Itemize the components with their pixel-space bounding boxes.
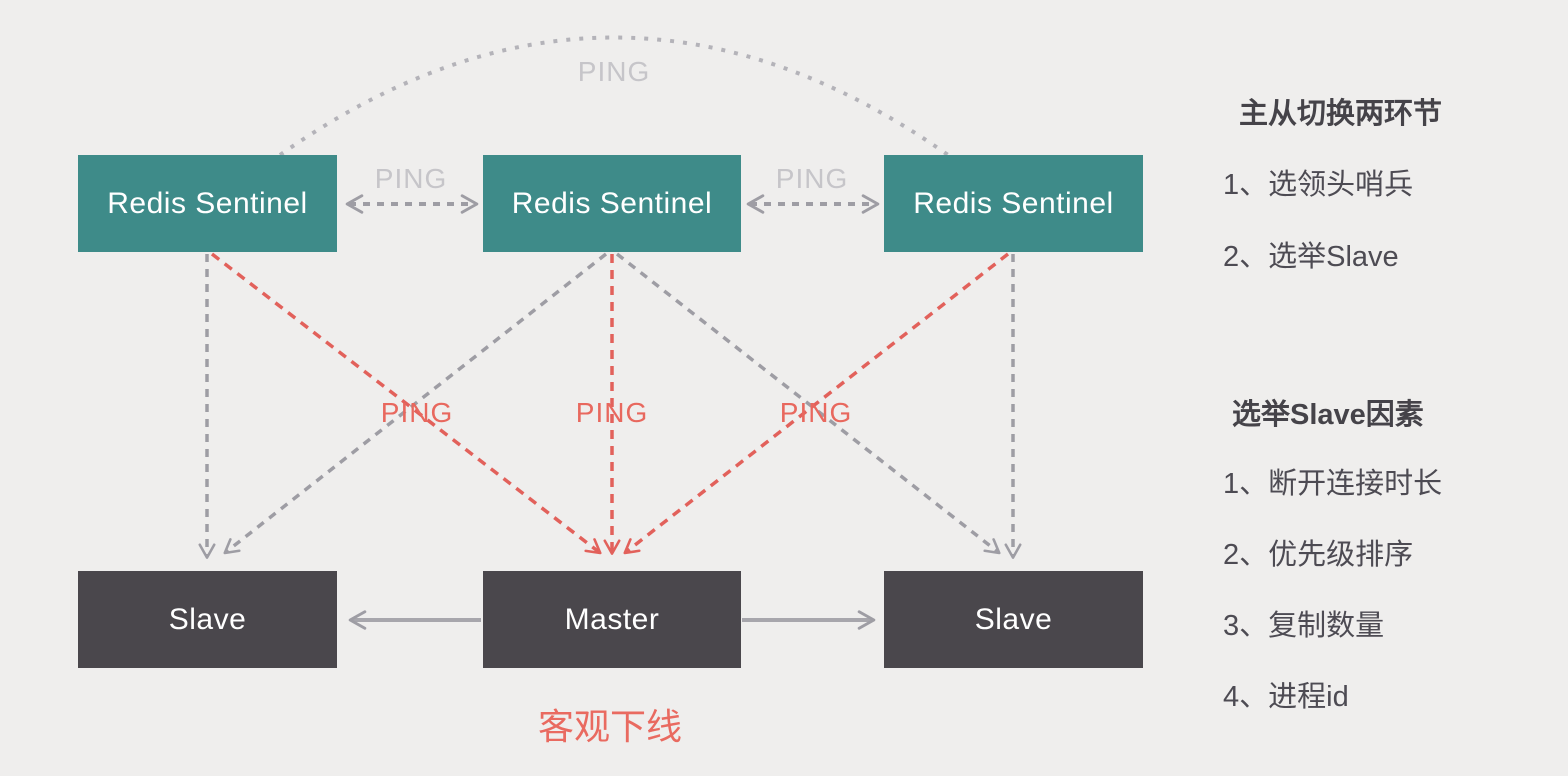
- slave-box-2: Slave: [884, 571, 1143, 668]
- line-sentinel2-to-slave2: [615, 252, 1001, 555]
- ping-label-sentinel1-master: PING: [380, 397, 454, 428]
- notes-section2-item-1: 1、断开连接时长: [1223, 468, 1443, 500]
- slave-label-2: Slave: [974, 602, 1053, 636]
- sentinel-box-3: Redis Sentinel: [884, 155, 1143, 252]
- notes-section2-item-2: 2、优先级排序: [1223, 539, 1414, 571]
- notes-section2-title: 选举Slave因素: [1232, 399, 1424, 431]
- sentinel-box-1: Redis Sentinel: [78, 155, 337, 252]
- ping-label-arc: PING: [577, 56, 651, 87]
- ping-label-sentinel1-sentinel2: PING: [374, 163, 448, 194]
- notes-section1-item-2: 2、选举Slave: [1223, 241, 1399, 273]
- sentinel-label-2: Redis Sentinel: [511, 186, 713, 220]
- master-box: Master: [483, 571, 741, 668]
- line-sentinel3-to-master: [623, 252, 1010, 555]
- ping-label-sentinel2-sentinel3: PING: [775, 163, 849, 194]
- objective-offline-label: 客观下线: [537, 706, 683, 747]
- sentinel-label-1: Redis Sentinel: [107, 186, 308, 220]
- notes-section2-item-3: 3、复制数量: [1223, 610, 1385, 642]
- notes-section1-title: 主从切换两环节: [1239, 98, 1443, 130]
- ping-label-sentinel2-master: PING: [575, 397, 649, 428]
- ping-label-sentinel3-master: PING: [779, 397, 853, 428]
- master-label: Master: [564, 602, 660, 636]
- slave-box-1: Slave: [78, 571, 337, 668]
- sentinel-label-3: Redis Sentinel: [913, 186, 1114, 220]
- line-sentinel2-to-slave1: [223, 252, 608, 555]
- notes-section1-item-1: 1、选领头哨兵: [1223, 169, 1414, 201]
- slave-label-1: Slave: [168, 602, 247, 636]
- sentinel-box-2: Redis Sentinel: [483, 155, 741, 252]
- notes-section2-item-4: 4、进程id: [1223, 681, 1349, 713]
- line-sentinel1-to-master: [210, 252, 602, 555]
